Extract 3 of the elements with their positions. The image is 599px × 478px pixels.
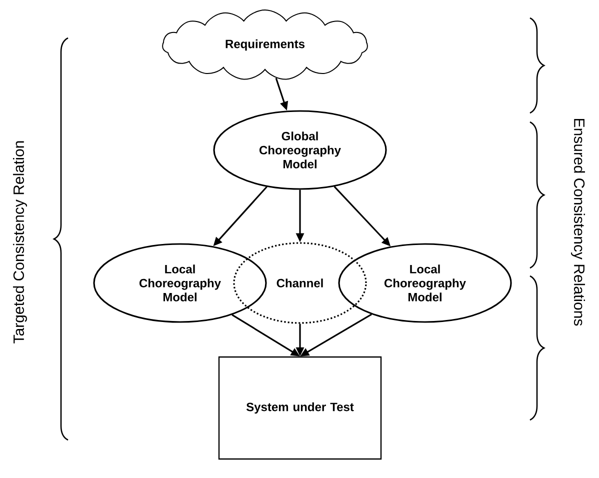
side-label: Targeted Consistency Relation	[13, 141, 27, 344]
process-box: System under Test	[218, 356, 382, 460]
side-label: Ensured Consistency Relations	[571, 119, 585, 326]
